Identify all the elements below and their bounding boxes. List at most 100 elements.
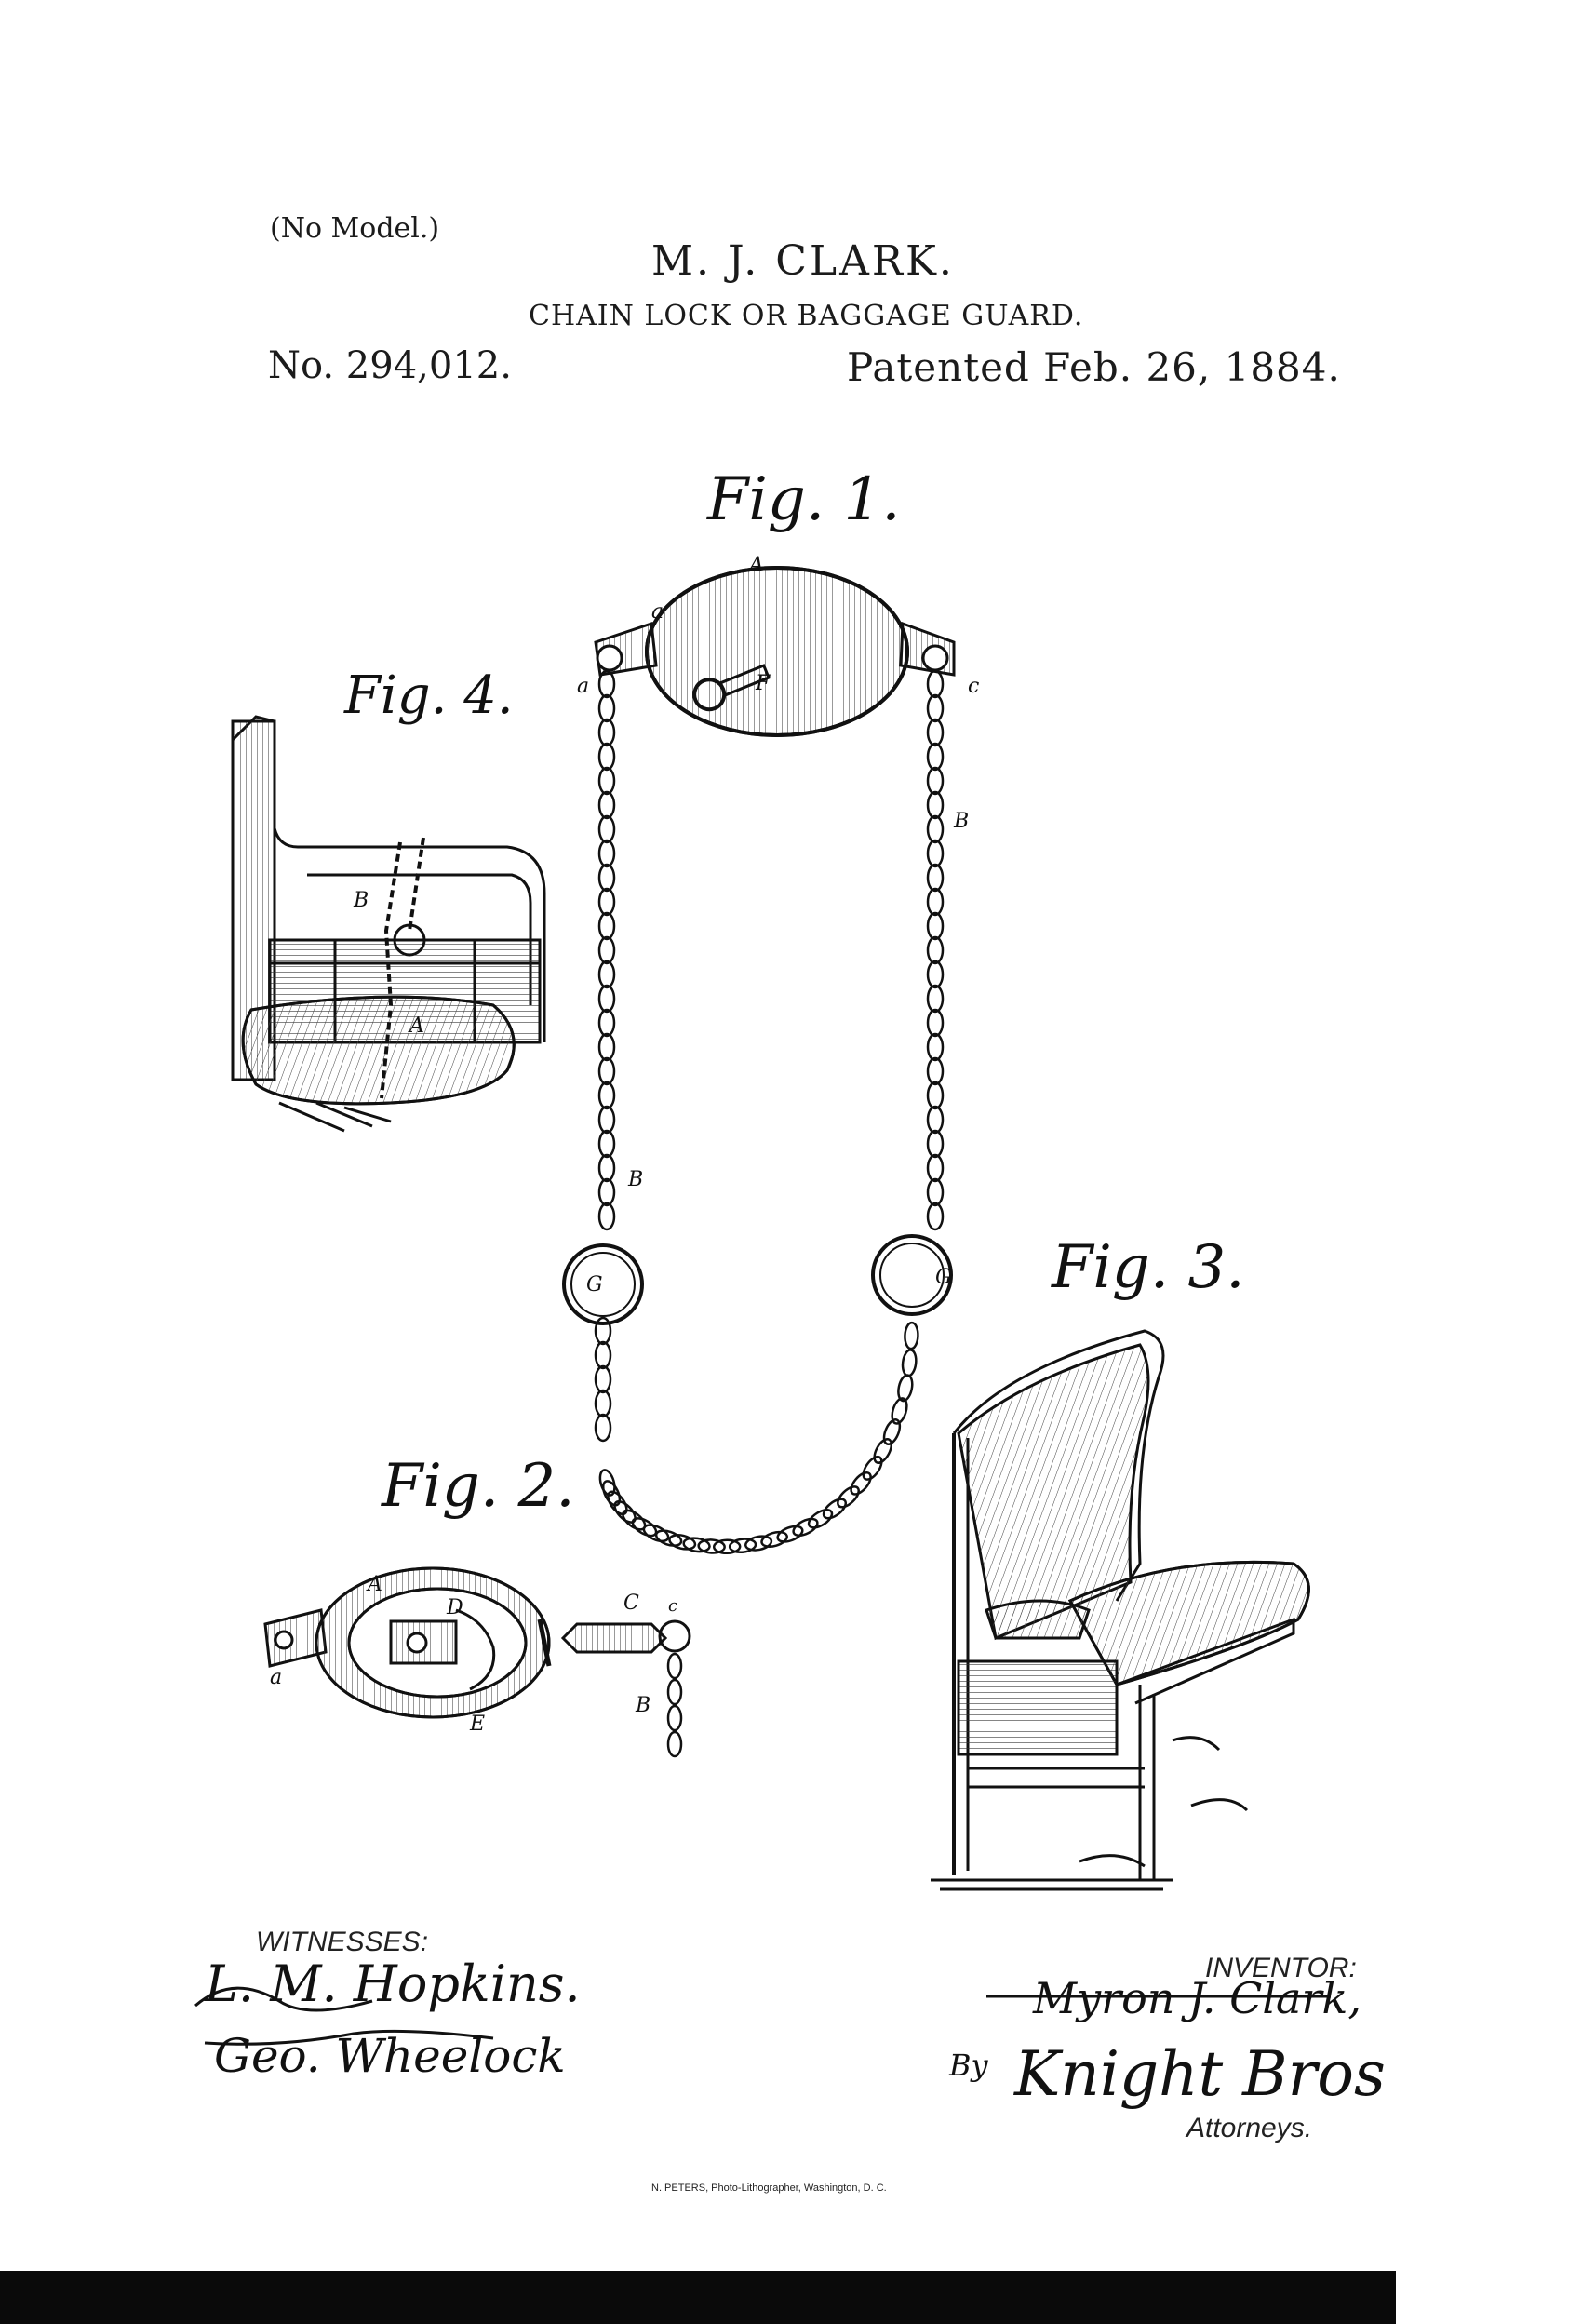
- ref-a-fig2: A: [368, 1573, 382, 1596]
- chain-link: [597, 790, 616, 820]
- ref-b-fig4: B: [354, 889, 369, 912]
- signature-strokes: [194, 1986, 1331, 2046]
- by-label: By: [949, 2048, 988, 2083]
- chain-link: [926, 814, 945, 844]
- chain-link: [594, 1389, 612, 1418]
- ref-g-left-fig1: G: [586, 1273, 603, 1296]
- chain-link: [792, 1517, 819, 1537]
- chain-link: [601, 1480, 622, 1507]
- chain-link: [926, 1032, 945, 1062]
- fig-3-label: Fig. 3.: [1052, 1233, 1245, 1302]
- chain-link: [926, 911, 945, 941]
- chain-link: [926, 863, 945, 893]
- chain-link: [597, 984, 616, 1014]
- chain-link: [873, 1437, 893, 1465]
- chain-link: [597, 839, 616, 868]
- chain-link: [594, 1316, 612, 1346]
- chain-link: [926, 742, 945, 772]
- chain-link: [597, 1105, 616, 1135]
- chain-link: [597, 887, 616, 917]
- ref-a-upper-fig1: A: [749, 554, 764, 577]
- fig-2-label: Fig. 2.: [382, 1452, 575, 1521]
- chain-link: [904, 1321, 919, 1350]
- attorneys-signature: Knight Bros: [1014, 2038, 1386, 2110]
- witness-1-signature: L. M. Hopkins.: [205, 1955, 581, 2013]
- chain-link: [697, 1538, 726, 1554]
- chain-link: [926, 1202, 945, 1231]
- chain-link: [597, 766, 616, 796]
- chain-link: [622, 1509, 647, 1531]
- ref-d-fig2: D: [447, 1596, 463, 1619]
- fig-4-label: Fig. 4.: [344, 665, 514, 726]
- chain-link: [926, 1008, 945, 1038]
- ref-g-right-fig1: G: [935, 1266, 952, 1289]
- ref-b-right-fig1: B: [954, 810, 970, 833]
- chain-link: [926, 1129, 945, 1159]
- chain-link: [891, 1397, 908, 1425]
- chain-link: [926, 1177, 945, 1207]
- ref-c-fig2: C: [623, 1592, 639, 1615]
- chain-link: [597, 935, 616, 965]
- witnesses-label: WITNESSES:: [256, 1927, 429, 1957]
- chain-link: [744, 1535, 773, 1552]
- ref-f-fig1: F: [756, 672, 771, 695]
- ref-c-small-fig2: c: [668, 1596, 678, 1616]
- fig-4-drawing: [231, 715, 546, 1133]
- chain-link: [597, 1202, 616, 1231]
- chain-link: [926, 693, 945, 723]
- chain-link: [597, 911, 616, 941]
- patent-number: No. 294,012.: [268, 344, 512, 387]
- chain-link: [926, 1081, 945, 1110]
- ref-b-left-fig1: B: [628, 1168, 644, 1191]
- chain-link: [926, 669, 945, 699]
- chain-link: [597, 1177, 616, 1207]
- chain-link: [776, 1525, 804, 1543]
- fig-1-label: Fig. 1.: [707, 465, 901, 534]
- chain-link: [926, 718, 945, 747]
- chain-link: [807, 1509, 834, 1529]
- chain-link: [597, 693, 616, 723]
- chain-link: [613, 1500, 637, 1524]
- chain-link: [594, 1340, 612, 1370]
- fig-2-drawing: [263, 1566, 691, 1758]
- rings-g: [562, 1234, 953, 1325]
- chain-link: [712, 1538, 742, 1555]
- chain-link: [597, 863, 616, 893]
- patent-date: Patented Feb. 26, 1884.: [847, 344, 1341, 390]
- ref-c-fig1: c: [968, 675, 980, 698]
- inventor-name: M. J. CLARK.: [651, 237, 955, 285]
- chain-links: [594, 669, 945, 1555]
- fig-1-drawing: [594, 566, 956, 737]
- ref-a-lower-fig1: a: [651, 600, 664, 624]
- chain-link: [760, 1530, 788, 1548]
- chain-link: [594, 1413, 612, 1443]
- chain-link: [597, 960, 616, 989]
- scan-border-bar: [0, 2271, 1396, 2324]
- ref-a-fig4: A: [409, 1014, 424, 1038]
- chain-link: [597, 669, 616, 699]
- chain-link: [822, 1498, 848, 1520]
- chain-link: [597, 1056, 616, 1086]
- chain-link: [597, 718, 616, 747]
- chain-link: [901, 1349, 918, 1377]
- inventor-signature: Myron J. Clark,: [1033, 1973, 1361, 2023]
- chain-link: [897, 1374, 914, 1403]
- chain-link: [607, 1490, 628, 1516]
- chain-link: [850, 1471, 872, 1496]
- fig-3-drawing: [931, 1329, 1310, 1891]
- chain-link: [926, 839, 945, 868]
- chain-link: [682, 1537, 711, 1553]
- attorneys-label: Attorneys.: [1186, 2113, 1313, 2143]
- chain-link: [631, 1517, 658, 1538]
- ref-e-fig2: E: [470, 1713, 486, 1736]
- ref-b-fig2: B: [636, 1694, 651, 1717]
- chain-link: [926, 887, 945, 917]
- chain-link: [597, 1032, 616, 1062]
- lithographer-credit: N. PETERS, Photo-Lithographer, Washingto…: [651, 2183, 887, 2194]
- chain-link: [597, 1129, 616, 1159]
- chain-link: [837, 1485, 860, 1509]
- chain-link: [728, 1538, 757, 1554]
- chain-link: [926, 1056, 945, 1086]
- chain-link: [597, 1008, 616, 1038]
